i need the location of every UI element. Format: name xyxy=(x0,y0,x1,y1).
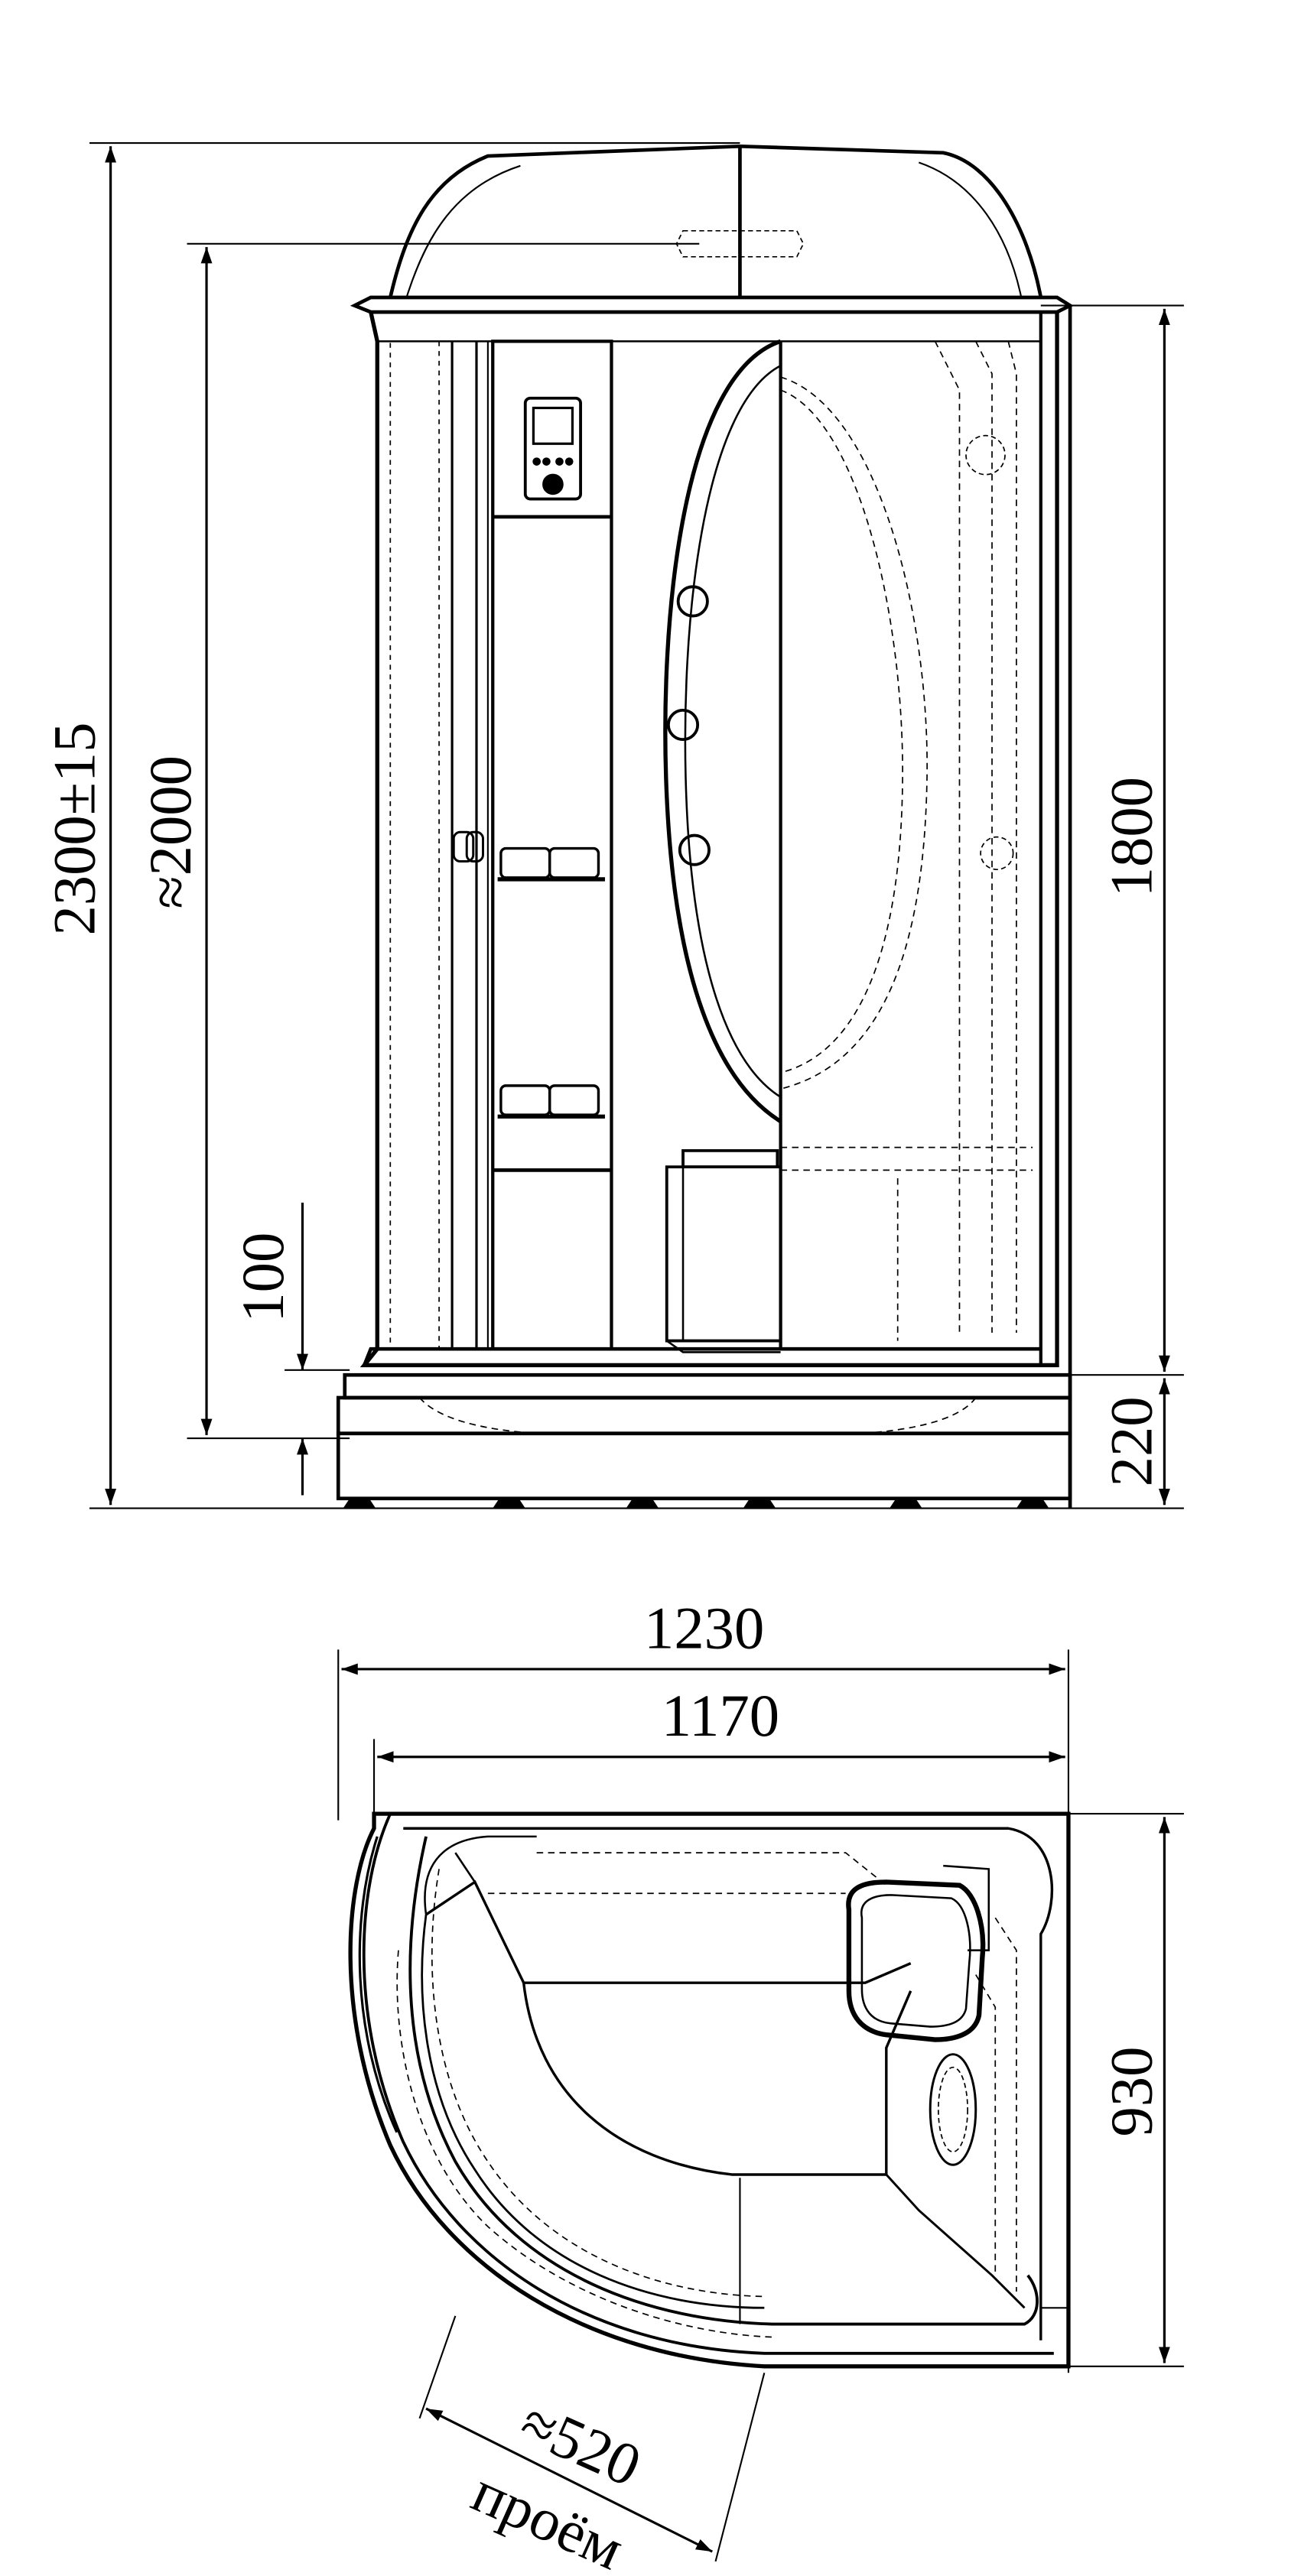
tray xyxy=(336,1346,1072,1501)
tray-height-dimension: 220 xyxy=(1098,1378,1170,1506)
total-height-dimension: 2300±15 xyxy=(41,146,117,1506)
plan-view: 1230 1170 930 ≈520 проём xyxy=(337,1595,1184,2576)
base-step-label: 100 xyxy=(230,1233,297,1323)
inner-width-dimension: 1170 xyxy=(377,1683,1065,1763)
cabin-body xyxy=(359,304,1072,1509)
panel-height-dimension: 1800 xyxy=(1098,308,1170,1372)
base-step-dimension: 100 xyxy=(230,1202,308,1496)
outer-width-dimension: 1230 xyxy=(341,1595,1065,1675)
door-height-label: ≈2000 xyxy=(138,755,204,908)
total-height-label: 2300±15 xyxy=(41,723,108,936)
door-height-dimension: ≈2000 xyxy=(138,247,213,1435)
feet xyxy=(343,1498,1049,1509)
opening-dimension: ≈520 проём xyxy=(425,2389,714,2576)
panel-height-label: 1800 xyxy=(1098,777,1165,897)
roof-dome xyxy=(350,144,1074,314)
outer-width-label: 1230 xyxy=(644,1595,764,1662)
depth-dimension: 930 xyxy=(1098,1817,1170,2363)
inner-bath xyxy=(396,1835,1068,2338)
tray-outline xyxy=(348,1811,1071,2369)
inner-width-label: 1170 xyxy=(662,1683,779,1749)
front-view: 2300±15 ≈2000 100 1800 220 xyxy=(41,141,1184,1509)
depth-label: 930 xyxy=(1098,2047,1165,2137)
tray-height-label: 220 xyxy=(1098,1396,1165,1486)
plan-extension-lines xyxy=(337,1649,1184,2562)
